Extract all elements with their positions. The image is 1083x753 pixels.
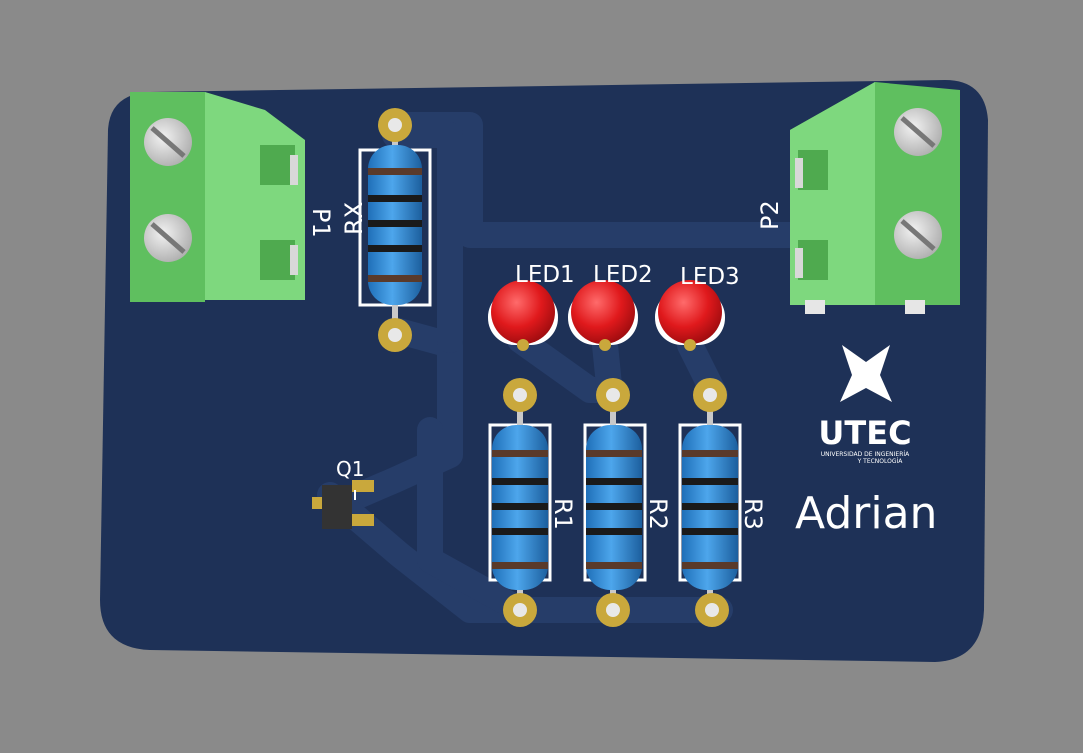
- copper-traces: [317, 112, 803, 623]
- resistor-r2: [583, 378, 647, 627]
- connector-p1: [130, 92, 305, 302]
- label-led2: LED2: [593, 262, 653, 288]
- label-p2: P2: [756, 200, 784, 230]
- connector-p2: [790, 82, 960, 314]
- label-led3: LED3: [680, 264, 740, 290]
- label-rx: RX: [340, 202, 368, 235]
- transistor-q1: [312, 480, 374, 529]
- logo-name: UTEC: [818, 414, 911, 452]
- label-led1: LED1: [515, 262, 575, 288]
- led-3: [655, 280, 725, 351]
- resistor-r1: [488, 378, 552, 627]
- utec-logo-icon: [840, 345, 892, 402]
- resistor-r3: [678, 378, 742, 627]
- logo-tagline-1: UNIVERSIDAD DE INGENIERÍA: [821, 451, 910, 458]
- author-name: Adrian: [795, 488, 937, 539]
- logo-tagline-2: Y TECNOLOGÍA: [857, 458, 904, 465]
- label-q1: Q1: [336, 457, 364, 481]
- led-2: [568, 280, 638, 351]
- label-r1: R1: [549, 498, 577, 530]
- label-r3: R3: [739, 498, 767, 530]
- label-r2: R2: [644, 498, 672, 530]
- utec-logo: UTEC UNIVERSIDAD DE INGENIERÍA Y TECNOLO…: [818, 345, 912, 465]
- led-1: [488, 280, 558, 351]
- resistor-rx: [358, 108, 432, 352]
- label-p1: P1: [307, 208, 335, 238]
